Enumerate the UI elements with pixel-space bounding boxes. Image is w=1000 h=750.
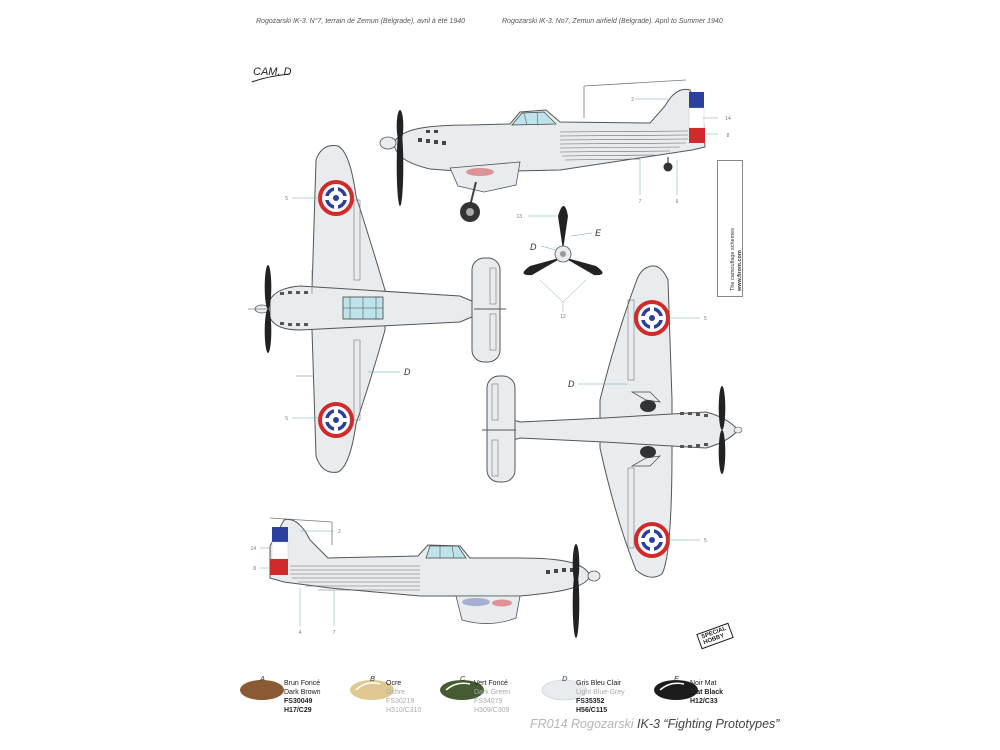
swatch-a-french: Brun Foncé	[284, 680, 321, 687]
swatch-c-fs: FS34079	[474, 698, 503, 705]
swatch-c-french: Vert Foncé	[474, 680, 508, 687]
swatch-c-blob	[440, 680, 484, 700]
side-profile-bottom: 2 14 8 4 7	[250, 517, 601, 638]
swatch-e-letter: E	[674, 674, 680, 683]
caption-english: Rogozarski IK-3. No7, Zemun airfield (Be…	[502, 18, 723, 25]
swatch-c-code: H309/C309	[474, 707, 510, 714]
swatch-d-code: H56/C115	[576, 707, 608, 714]
callout-4-bottom: 4	[299, 630, 302, 636]
side-profile-top: 2 14 8 7 6	[379, 79, 731, 222]
swatch-b-letter: B	[370, 674, 376, 683]
propeller-front-view: 13 12 D E	[516, 206, 603, 320]
callout-8-bottom: 8	[253, 566, 256, 572]
sheet-code: FR014	[530, 717, 568, 731]
swatch-d-english: Light Blue-Grey	[576, 689, 625, 696]
swatch-b-fs: FS30219	[386, 698, 415, 705]
sidebar-url: www.firom.com	[737, 250, 743, 291]
callout-2-bottom: 2	[338, 529, 341, 535]
sheet-model: IK-3 “Fighting Prototypes”	[637, 717, 780, 731]
copyright-sidebar: The camouflage schemes www.firom.com	[717, 160, 743, 297]
callout-8-top: 8	[727, 133, 730, 139]
swatch-a-letter: A	[260, 674, 266, 683]
swatch-e-french: Noir Mat	[690, 680, 717, 687]
camouflage-underline	[251, 73, 291, 83]
swatch-a-code: H17/C29	[284, 707, 312, 714]
swatch-d-fs: FS35352	[576, 698, 605, 705]
sidebar-text-1: The camouflage schemes	[730, 228, 736, 291]
swatch-d-blob	[541, 679, 587, 701]
swatch-c-english: Dark Green	[474, 689, 511, 696]
swatch-d-letter: D	[562, 674, 568, 683]
sheet-maker: Rogozarski	[571, 717, 634, 731]
callout-2-top: 2	[631, 97, 634, 103]
callout-7-top: 7	[639, 199, 642, 205]
callout-12: 12	[560, 314, 566, 320]
callout-6-top: 6	[676, 199, 679, 205]
swatch-b-blob	[350, 680, 394, 700]
callout-5-lower-right: 5	[704, 538, 707, 544]
swatch-b-english: Ochre	[386, 689, 406, 696]
swatch-c-letter: C	[460, 674, 466, 683]
callout-14-top: 14	[725, 116, 731, 122]
lower-plan-view: 5 5 D	[482, 265, 743, 578]
callout-5-upper-right: 5	[704, 316, 707, 322]
upper-plan-view: 5 5 D	[248, 145, 506, 473]
swatch-e-code: H12/C33	[690, 698, 718, 705]
swatch-b-code: H310/C310	[386, 707, 422, 714]
callout-5-lower-left: 5	[285, 416, 288, 422]
callout-d-lower: D	[568, 379, 575, 389]
swatch-d-french: Gris Bleu Clair	[576, 680, 622, 687]
swatch-a-fs: FS30049	[284, 698, 313, 705]
callout-14-bottom: 14	[250, 546, 256, 552]
swatch-e-english: Flat Black	[690, 689, 724, 696]
callout-d-prop: D	[530, 242, 537, 252]
callout-13: 13	[516, 214, 522, 220]
callout-7-bottom: 7	[333, 630, 336, 636]
swatch-e-blob	[654, 680, 698, 700]
swatch-a-blob	[240, 680, 284, 700]
sheet-title: FR014 Rogozarski IK-3 “Fighting Prototyp…	[530, 717, 779, 731]
color-swatch-shapes	[240, 679, 698, 701]
caption-french: Rogozarski IK-3. N°7, terrain de Zemun (…	[256, 18, 466, 25]
callout-5-upper-left: 5	[285, 196, 288, 202]
swatch-a-english: Dark Brown	[284, 689, 321, 696]
callout-e-prop: E	[595, 228, 602, 238]
swatch-b-french: Ocre	[386, 680, 402, 687]
callout-d-upper: D	[404, 367, 411, 377]
